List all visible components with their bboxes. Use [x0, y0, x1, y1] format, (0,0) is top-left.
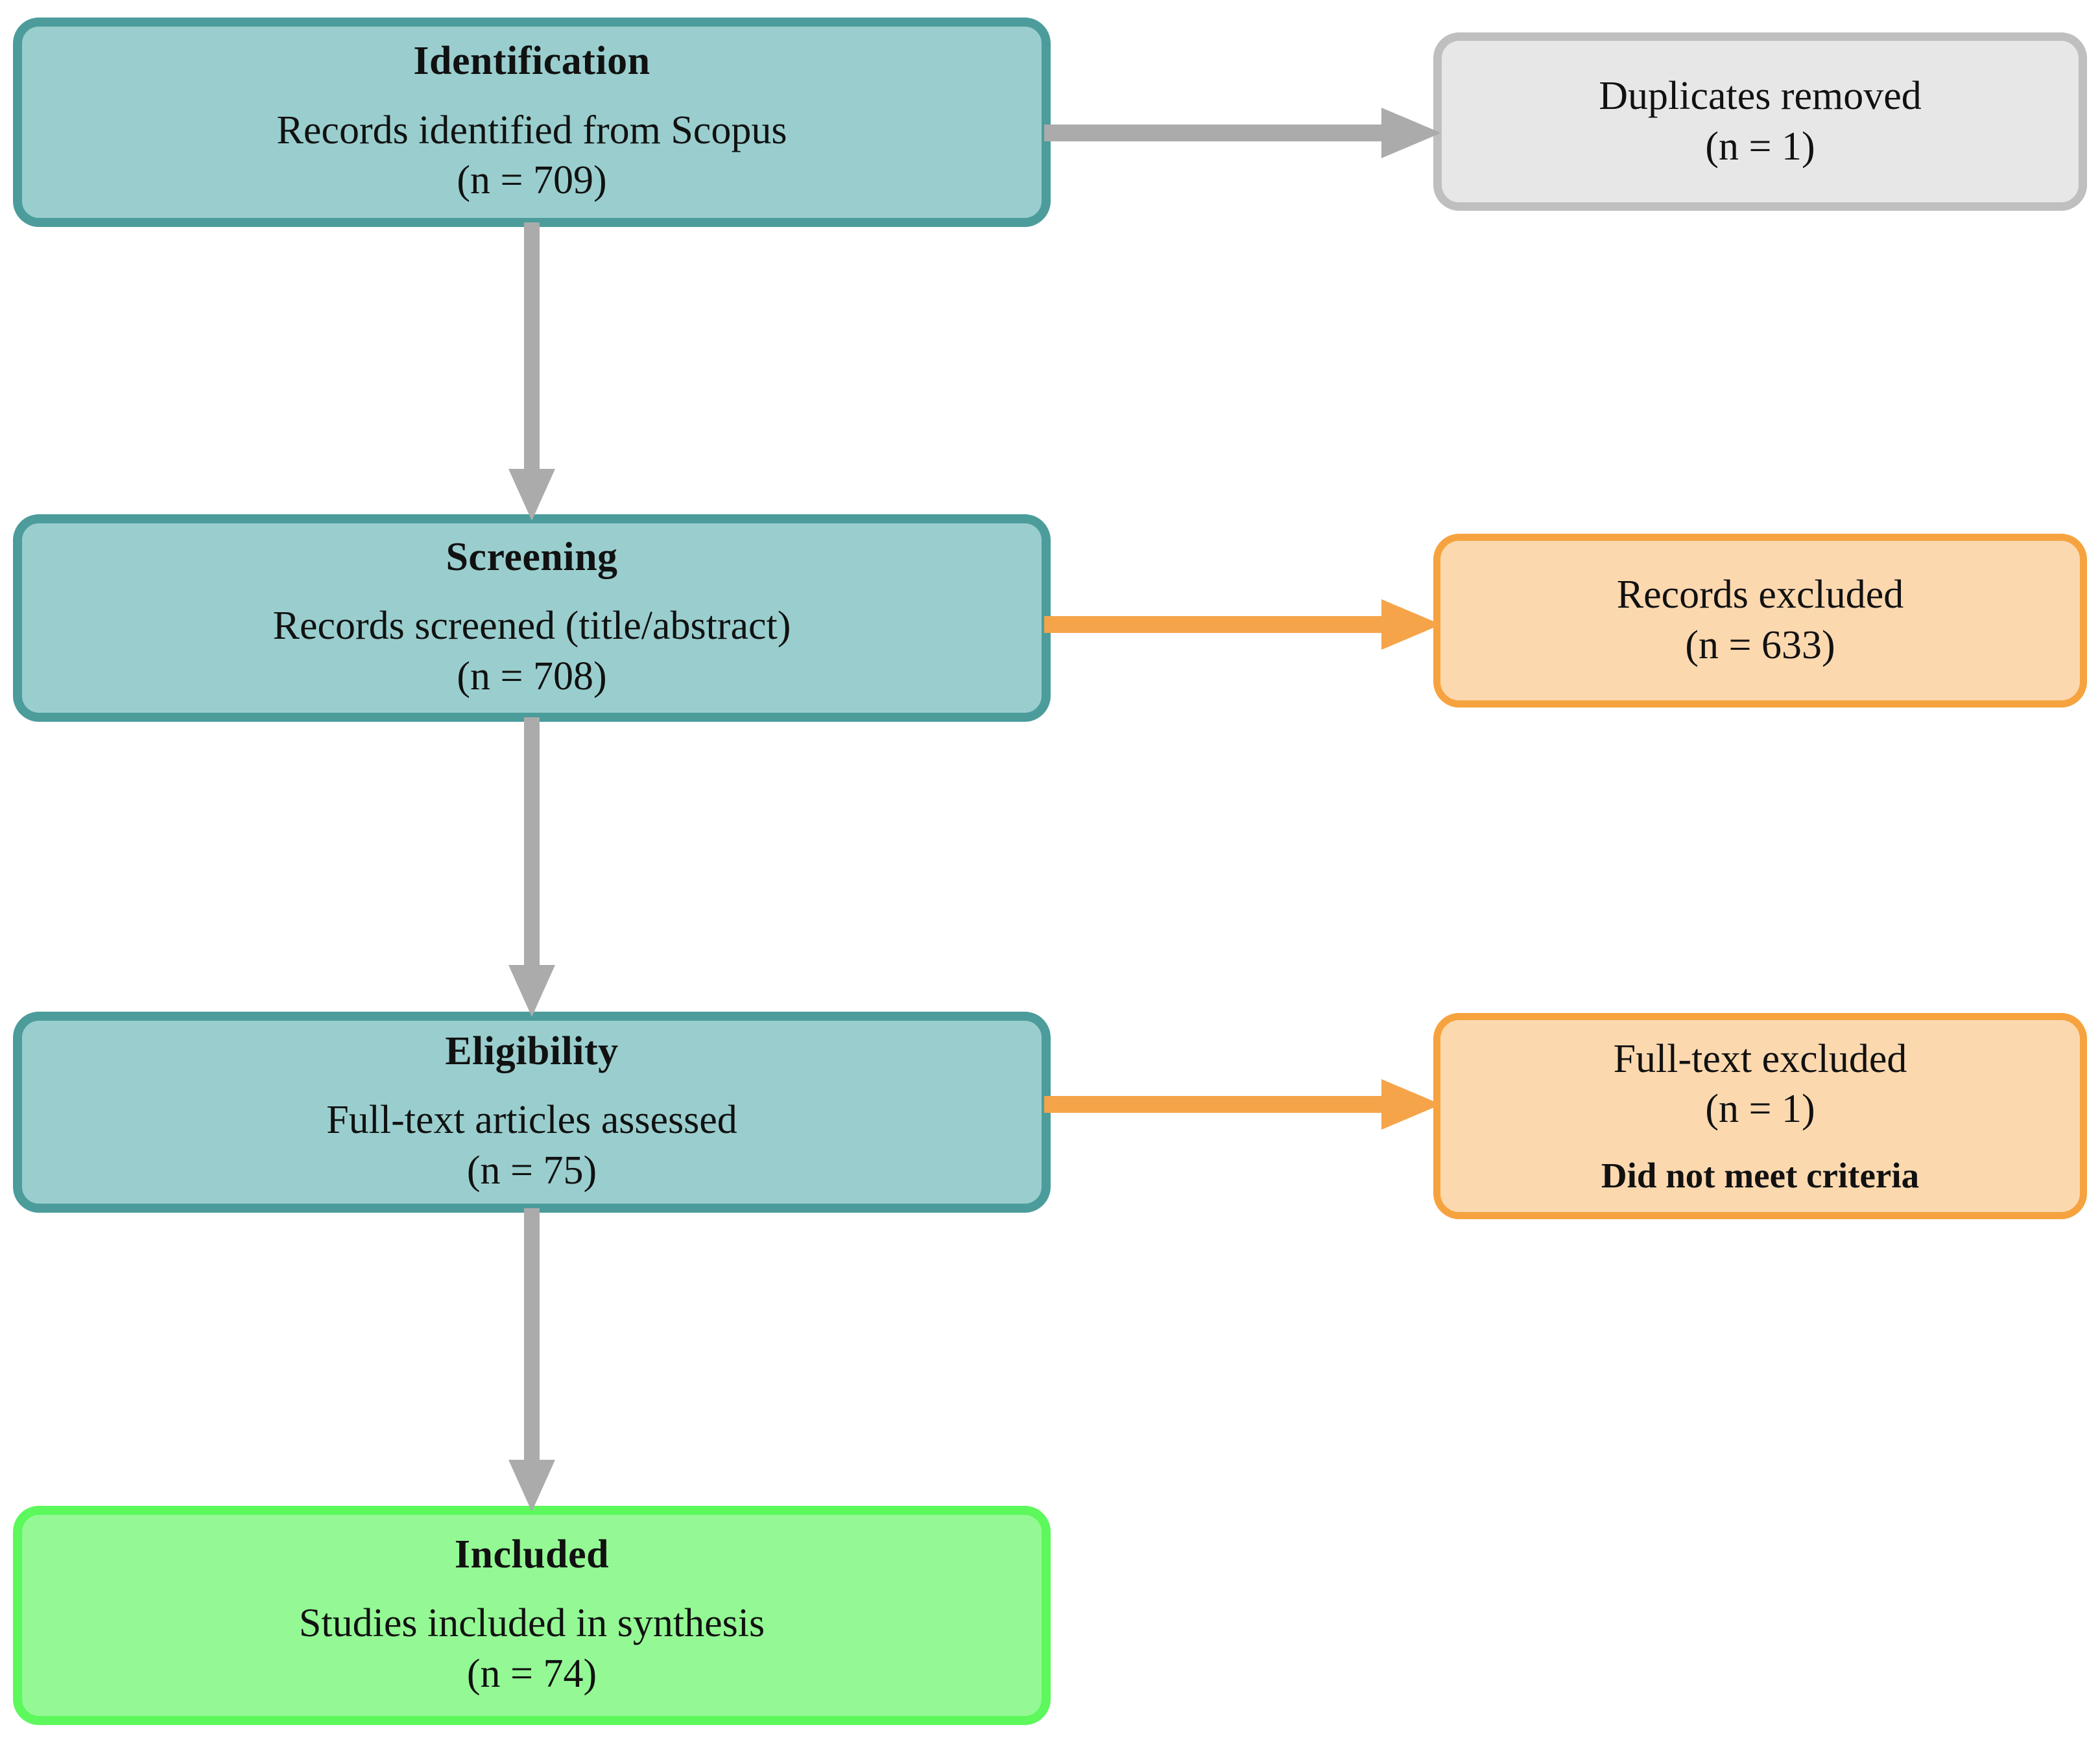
exclusion-count-duplicates: (n = 1)	[1705, 124, 1815, 169]
stage-text-included-line1: Studies included in synthesis	[298, 1601, 765, 1646]
exclusion-reason-fulltext-excluded: Did not meet criteria	[1601, 1156, 1920, 1196]
exclusion-text-duplicates-line1: Duplicates removed	[1599, 73, 1922, 118]
exclusion-count-fulltext-excluded: (n = 1)	[1705, 1087, 1815, 1132]
exclusion-text-records-excluded-line1: Records excluded	[1616, 573, 1904, 617]
stage-box-screening[interactable]: Screening Records screened (title/abstra…	[13, 514, 1051, 722]
arrow-screening-to-eligibility	[499, 717, 564, 1017]
arrow-identification-to-duplicates	[1044, 104, 1441, 162]
stage-box-included[interactable]: Included Studies included in synthesis (…	[13, 1506, 1051, 1725]
stage-box-identification[interactable]: Identification Records identified from S…	[13, 18, 1051, 227]
exclusion-box-fulltext-excluded[interactable]: Full-text excluded (n = 1) Did not meet …	[1433, 1013, 2087, 1219]
arrow-screening-to-records-excluded	[1044, 595, 1441, 654]
stage-count-screening: (n = 708)	[457, 654, 607, 698]
stage-count-included: (n = 74)	[466, 1651, 597, 1696]
stage-text-identification-line1: Records identified from Scopus	[276, 108, 787, 152]
stage-box-eligibility[interactable]: Eligibility Full-text articles assessed …	[13, 1012, 1051, 1213]
stage-text-eligibility-line1: Full-text articles assessed	[326, 1098, 737, 1143]
stage-count-identification: (n = 709)	[457, 158, 607, 203]
exclusion-box-duplicates[interactable]: Duplicates removed (n = 1)	[1433, 32, 2087, 211]
exclusion-count-records-excluded: (n = 633)	[1685, 623, 1835, 667]
stage-title-eligibility: Eligibility	[445, 1029, 619, 1073]
stage-title-screening: Screening	[446, 534, 618, 579]
stage-title-included: Included	[454, 1532, 610, 1577]
stage-title-identification: Identification	[413, 39, 650, 84]
arrow-identification-to-screening	[499, 222, 564, 521]
exclusion-box-records-excluded[interactable]: Records excluded (n = 633)	[1433, 534, 2087, 708]
stage-count-eligibility: (n = 75)	[466, 1148, 597, 1193]
arrow-eligibility-to-fulltext-excluded	[1044, 1075, 1441, 1134]
exclusion-text-fulltext-excluded-line1: Full-text excluded	[1613, 1036, 1907, 1081]
stage-text-screening-line1: Records screened (title/abstract)	[272, 604, 791, 649]
arrow-eligibility-to-included	[499, 1208, 564, 1512]
